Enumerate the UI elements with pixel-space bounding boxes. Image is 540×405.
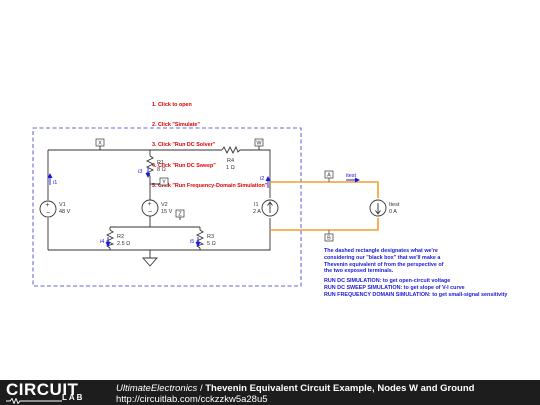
r4-resistor (221, 145, 241, 155)
i1-arrow-icon (267, 201, 273, 213)
v1-source (39, 200, 57, 218)
r2-name: R2 (117, 234, 124, 240)
footer-url[interactable]: http://circuitlab.com/cckzzkw5a28u5 (116, 394, 268, 405)
logo-lab-text: LAB (62, 393, 85, 402)
r3-value: 5 Ω (207, 241, 216, 247)
i5-current-label: i5 (190, 239, 194, 245)
itest-arrow-icon (375, 203, 381, 215)
node-flag-y (159, 177, 169, 186)
r4-value: 1 Ω (226, 165, 235, 171)
v2-value: 15 V (161, 209, 173, 215)
v2-minus: − (148, 209, 152, 216)
itest-name: Itest (389, 202, 400, 208)
i1-current-label: i1 (53, 180, 57, 186)
i2-current-arrow-icon (265, 175, 271, 188)
v2-source (141, 199, 159, 217)
v2-name: V2 (161, 202, 168, 208)
simulation-notes: RUN DC SIMULATION: to get open-circuit v… (324, 278, 508, 298)
itest-current-arrow-icon (346, 177, 361, 183)
itest-current-label: itest (346, 173, 357, 179)
terminal-wire-b (270, 218, 379, 231)
itest-value: 0 A (389, 209, 397, 215)
v1-name: V1 (59, 202, 66, 208)
instruction-3: 3. Click "Run DC Solver" (152, 142, 216, 149)
instruction-2: 2. Click "Simulate" (152, 121, 200, 128)
i2-current-label: i2 (260, 176, 264, 182)
node-flag-z (175, 209, 185, 218)
ground-icon (142, 257, 158, 267)
i1-current-arrow-icon (47, 172, 53, 185)
terminal-wire-a (270, 181, 379, 198)
v1-minus: − (46, 210, 50, 217)
wire-split (109, 226, 201, 250)
node-flag-lines (99, 145, 260, 220)
wire-top-right (240, 149, 271, 198)
node-b-label: B (327, 236, 331, 242)
footer-bar: CIRCUIT LAB UltimateElectronics / Theven… (0, 380, 540, 405)
node-flag-x (95, 138, 105, 147)
node-z-label: Z (178, 212, 182, 218)
i4-current-arrow-icon (105, 237, 111, 248)
i3-current-label: i3 (138, 169, 142, 175)
wire-bottom (48, 218, 271, 251)
node-a-label: A (327, 173, 331, 179)
blackbox-note: The dashed rectangle designates what we'… (324, 248, 444, 275)
node-y-label: Y (162, 180, 166, 186)
r3-name: R3 (207, 234, 214, 240)
node-w-label: W (256, 141, 262, 147)
instruction-5: 5. Click "Run Frequency-Domain Simulatio… (152, 183, 268, 190)
footer-title: UltimateElectronics / Thevenin Equivalen… (116, 383, 474, 394)
i1-value: 2 A (253, 209, 261, 215)
node-x-label: X (98, 141, 102, 147)
instructions: 1. Click to open 2. Click "Simulate" 3. … (152, 88, 267, 197)
i5-current-arrow-icon (195, 237, 201, 248)
i1-name: I1 (254, 202, 259, 208)
i3-current-arrow-icon (145, 168, 151, 179)
logo-wave-icon (6, 398, 62, 404)
footer-author[interactable]: UltimateElectronics (116, 383, 198, 394)
instruction-4: 4. Click "Run DC Sweep" (152, 162, 216, 169)
node-flag-w (254, 138, 264, 147)
black-box-boundary (32, 127, 302, 287)
r2-value: 2.5 Ω (117, 241, 130, 247)
footer-separator: / (197, 383, 206, 394)
r1-name: R1 (157, 160, 164, 166)
circuitlab-logo[interactable]: CIRCUIT (6, 380, 79, 399)
i4-current-label: i4 (100, 239, 104, 245)
r1-value: 8 Ω (157, 167, 166, 173)
v1-plus: + (46, 202, 50, 209)
v1-value: 48 V (59, 209, 71, 215)
schematic: + − V1 48 V R1 8 Ω R4 1 Ω + − V2 15 V R2… (32, 127, 400, 287)
r4-name: R4 (227, 158, 234, 164)
instruction-1: 1. Click to open (152, 101, 192, 108)
v2-plus: + (148, 201, 152, 208)
footer-circuit-title: Thevenin Equivalent Circuit Example, Nod… (205, 383, 475, 394)
